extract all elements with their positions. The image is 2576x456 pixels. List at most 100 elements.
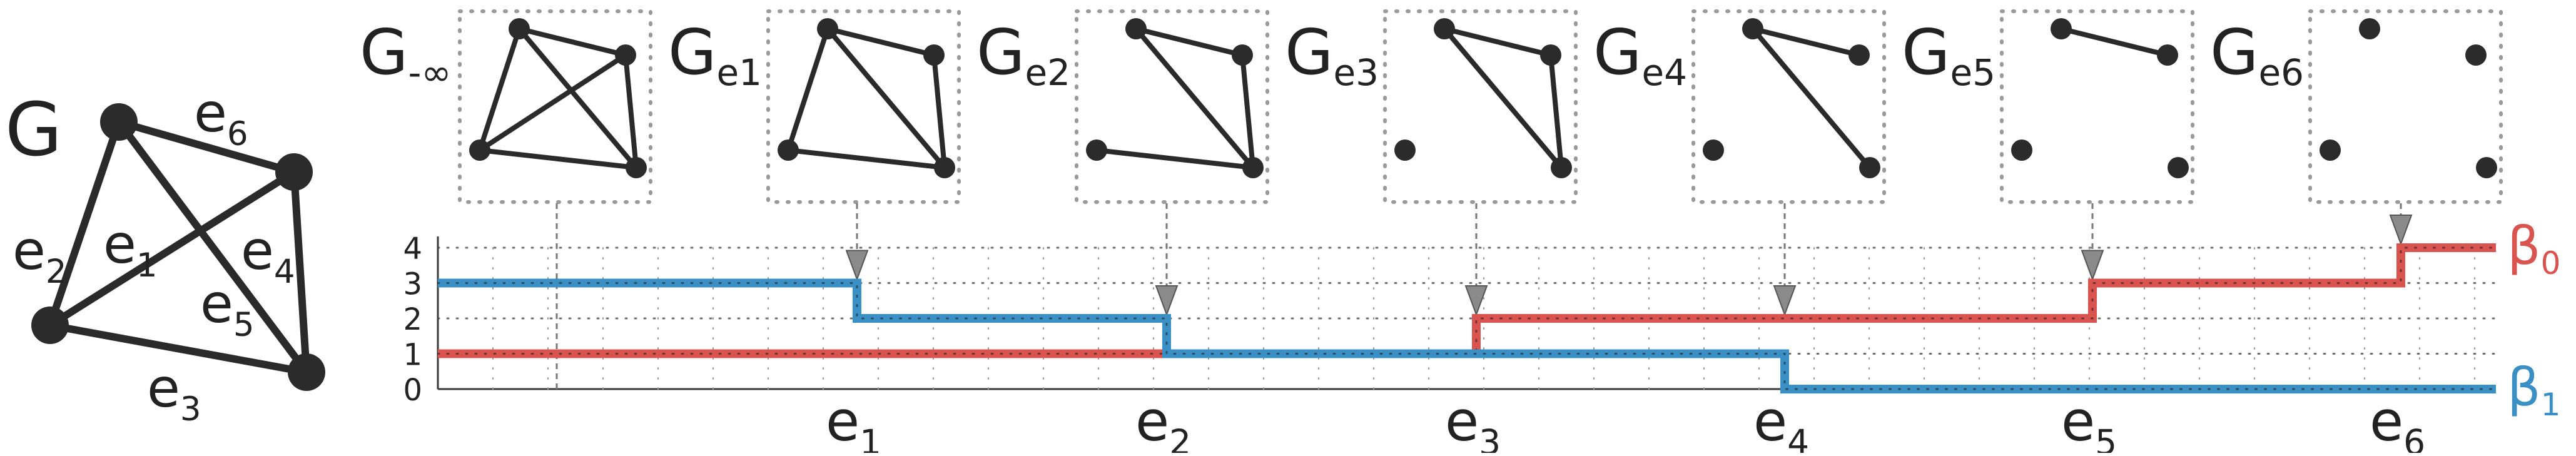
panel-label: Ge4 <box>1593 16 1687 94</box>
main-edge-label-e2: e2 <box>13 220 67 291</box>
panel-node <box>2168 157 2189 178</box>
legend-beta1: β1 <box>2507 357 2560 423</box>
panel-edge-e4 <box>1548 53 1564 170</box>
panel-e4: Ge4 <box>1593 9 1886 204</box>
panel-edge-e6 <box>1133 26 1245 58</box>
panel-edge-e5 <box>825 26 947 170</box>
panel-node <box>1551 157 1572 178</box>
main-edge-label-e6: e6 <box>194 82 248 153</box>
panel-edge-e6 <box>1442 26 1553 58</box>
legend-beta0: β0 <box>2507 215 2560 281</box>
main-node <box>100 103 138 141</box>
main-edge-e6 <box>115 118 298 176</box>
y-tick-label: 3 <box>403 267 422 302</box>
panel-node <box>626 157 647 178</box>
panel-node <box>1742 18 1763 39</box>
panel-node <box>2359 18 2380 39</box>
panel-label: Ge3 <box>1285 16 1379 94</box>
panel-node <box>817 18 838 39</box>
panel-node <box>2476 157 2497 178</box>
main-graph-title: G <box>5 86 62 173</box>
panel-node <box>1848 44 1870 66</box>
main-edge-label-e5: e5 <box>200 273 255 344</box>
series-beta1 <box>437 278 2497 393</box>
x-tick-label-e5: e5 <box>2061 389 2117 453</box>
main-edge-e2 <box>46 118 123 329</box>
connector-arrowhead <box>1773 285 1797 317</box>
panel--∞: G-∞ <box>360 9 652 204</box>
main-edge-label-e3: e3 <box>147 357 201 428</box>
panel-edge-e3 <box>477 148 639 170</box>
x-tick-label-e1: e1 <box>826 389 881 453</box>
panel-node <box>615 44 636 66</box>
connector-arrowhead <box>1464 285 1488 317</box>
panel-e6: Ge6 <box>2210 9 2503 204</box>
panel-label: Ge5 <box>1902 16 1995 94</box>
panel-edge-e4 <box>931 53 947 170</box>
panel-edge-e2 <box>786 26 830 153</box>
connector-arrowhead <box>2389 215 2413 246</box>
panel-edge-e6 <box>1750 26 1862 58</box>
main-edge-label-e4: e4 <box>241 220 295 291</box>
panel-node <box>2157 44 2178 66</box>
connector-arrowhead <box>845 250 869 281</box>
panel-edge-e6 <box>825 26 936 58</box>
panel-label: Ge2 <box>976 16 1070 94</box>
panel-e5: Ge5 <box>1902 9 2194 204</box>
series-dots <box>437 282 2497 390</box>
panel-node <box>1242 157 1264 178</box>
panel-edge-e3 <box>786 148 947 170</box>
panel-edge-e5 <box>1750 26 1872 170</box>
series-line-beta0 <box>438 243 2496 358</box>
panel-label: Ge6 <box>2210 16 2304 94</box>
panel-node <box>1394 139 1416 161</box>
x-tick-label-e6: e6 <box>2370 389 2425 453</box>
x-tick-label-e3: e3 <box>1445 389 1501 453</box>
connector-arrowhead <box>2081 250 2104 281</box>
panel-edge-e5 <box>517 26 639 170</box>
x-tick-label-e2: e2 <box>1135 389 1191 453</box>
main-node <box>275 153 313 191</box>
panel-node <box>1540 44 1561 66</box>
panel-label: G-∞ <box>360 16 452 94</box>
panel-node <box>923 44 945 66</box>
y-tick-label: 2 <box>403 302 422 337</box>
panel-node <box>1232 44 1253 66</box>
panel-node <box>2011 139 2032 161</box>
panel-node <box>778 139 799 161</box>
panel-node <box>509 18 530 39</box>
panel-edge-e5 <box>1442 26 1564 170</box>
panel-e1: Ge1 <box>668 9 961 204</box>
main-edge-e1 <box>46 168 298 329</box>
main-edge-e3 <box>46 322 310 376</box>
panel-node <box>1434 18 1455 39</box>
panel-edge-e5 <box>1133 26 1255 170</box>
panel-node <box>934 157 955 178</box>
connector-arrowhead <box>1155 285 1179 317</box>
panel-edge-e4 <box>623 53 639 170</box>
panel-node <box>469 139 490 161</box>
panel-e2: Ge2 <box>976 9 1269 204</box>
panel-node <box>1703 139 1724 161</box>
x-tick-label-e4: e4 <box>1753 389 1809 453</box>
panel-node <box>1086 139 1107 161</box>
y-tick-label: 0 <box>403 373 422 408</box>
panel-node <box>1859 157 1880 178</box>
y-tick-label: 4 <box>403 231 422 266</box>
main-edge-e5 <box>115 118 310 376</box>
main-edge-label-e1: e1 <box>103 213 158 285</box>
panel-node <box>2465 44 2487 66</box>
panel-edge-e1 <box>477 53 628 153</box>
panel-e3: Ge3 <box>1285 9 1578 204</box>
main-node <box>31 307 69 344</box>
panel-node <box>2051 18 2072 39</box>
panel-node <box>2320 139 2341 161</box>
panel-edge-e6 <box>517 26 628 58</box>
panel-edge-e2 <box>477 26 522 153</box>
y-tick-label: 1 <box>403 338 422 373</box>
